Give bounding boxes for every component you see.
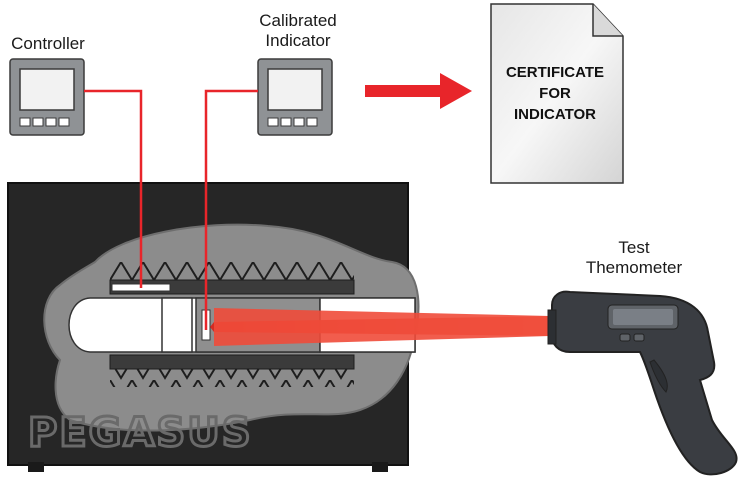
upper-heater	[109, 262, 355, 295]
test-thermometer-label: Test Themometer	[574, 238, 694, 278]
test-thermometer-label-line2: Themometer	[585, 258, 683, 277]
controller-cable	[84, 89, 143, 288]
controller-label-text: Controller	[11, 34, 85, 53]
certificate-document	[490, 3, 624, 184]
test-thermometer-label-line1: Test	[618, 238, 650, 257]
pegasus-brand-logo: PEGASUS	[27, 409, 253, 458]
infrared-beam-cone	[214, 308, 550, 346]
certificate-line3: INDICATOR	[514, 106, 596, 123]
certificate-line2: FOR	[539, 85, 571, 102]
certificate-line1: CERTIFICATE	[505, 64, 605, 81]
controller-device	[9, 58, 85, 136]
calibrated-indicator-label-line2: Indicator	[265, 31, 331, 50]
controller-label: Controller	[2, 34, 94, 54]
indicator-cable	[204, 89, 258, 330]
calibrated-indicator-label: Calibrated Indicator	[246, 11, 350, 51]
svg-text:PEGASUS: PEGASUS	[28, 410, 253, 456]
certificate-title: CERTIFICATE FOR INDICATOR	[490, 62, 620, 125]
calibrated-indicator-label-line1: Calibrated	[259, 11, 337, 30]
infrared-thermometer-gun	[547, 290, 738, 476]
arrow-to-certificate	[365, 73, 472, 109]
calibrated-indicator-device	[257, 58, 333, 136]
lower-heater	[109, 354, 355, 387]
